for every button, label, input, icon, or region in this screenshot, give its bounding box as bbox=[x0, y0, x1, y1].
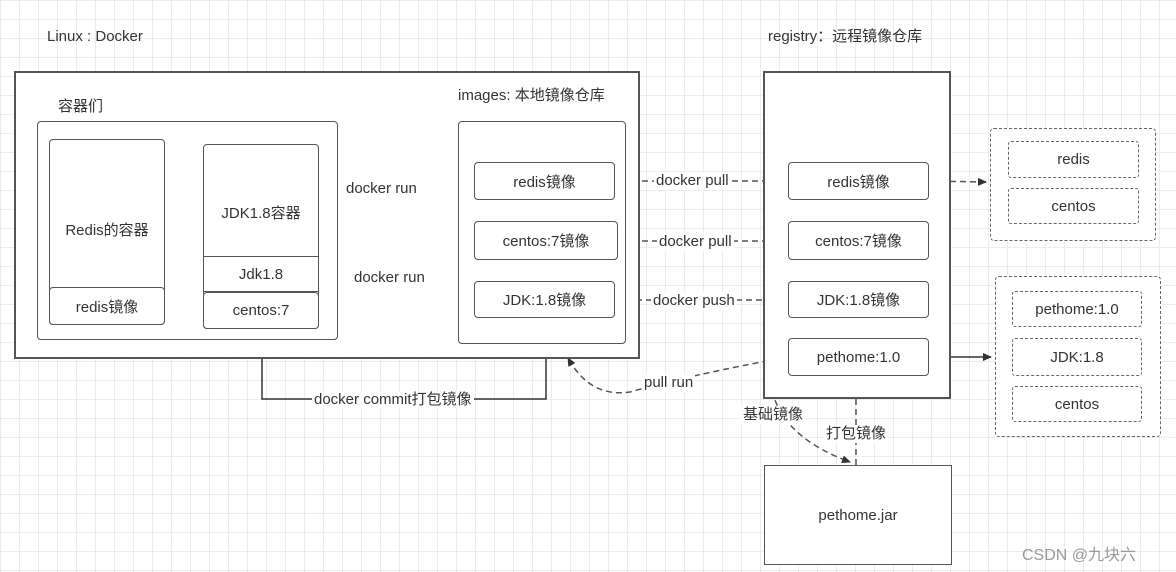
watermark: CSDN @九块六 bbox=[1022, 547, 1137, 564]
label-docker-push: docker push bbox=[651, 292, 737, 310]
registry-label: registry：远程镜像仓库 bbox=[768, 28, 923, 45]
pethome-layer-jdk: JDK:1.8 bbox=[1012, 338, 1142, 376]
label-package-image: 打包镜像 bbox=[824, 425, 889, 443]
containers-label: 容器们 bbox=[58, 98, 104, 115]
label-docker-pull-2: docker pull bbox=[657, 233, 734, 251]
pethome-layer-centos: centos bbox=[1012, 386, 1142, 422]
label-docker-run-2: docker run bbox=[352, 269, 427, 287]
local-image-jdk[interactable]: JDK:1.8镜像 bbox=[474, 281, 615, 318]
redis-layer-centos: centos bbox=[1008, 188, 1139, 224]
linux-docker-label: Linux : Docker bbox=[47, 28, 143, 45]
label-base-image: 基础镜像 bbox=[741, 406, 806, 424]
registry-image-redis[interactable]: redis镜像 bbox=[788, 162, 929, 200]
registry-image-centos[interactable]: centos:7镜像 bbox=[788, 221, 929, 260]
pethome-jar-box[interactable]: pethome.jar bbox=[764, 465, 952, 565]
pethome-layer-pethome: pethome:1.0 bbox=[1012, 291, 1142, 327]
images-local-label: images: 本地镜像仓库 bbox=[458, 87, 605, 104]
registry-image-jdk[interactable]: JDK:1.8镜像 bbox=[788, 281, 929, 318]
redis-container-label: Redis的容器 bbox=[65, 222, 149, 239]
redis-layer-redis: redis bbox=[1008, 141, 1139, 178]
edge-pull-run bbox=[567, 356, 789, 394]
label-docker-commit: docker commit打包镜像 bbox=[312, 391, 474, 409]
local-image-centos[interactable]: centos:7镜像 bbox=[474, 221, 618, 260]
redis-image-layer[interactable]: redis镜像 bbox=[49, 287, 165, 325]
registry-image-pethome[interactable]: pethome:1.0 bbox=[788, 338, 929, 376]
centos-layer[interactable]: centos:7 bbox=[203, 292, 319, 329]
label-docker-pull-1: docker pull bbox=[654, 172, 731, 190]
local-image-redis[interactable]: redis镜像 bbox=[474, 162, 615, 200]
label-pull-run: pull run bbox=[642, 374, 696, 392]
label-docker-run-1: docker run bbox=[344, 180, 419, 198]
jdk-layer[interactable]: Jdk1.8 bbox=[203, 256, 319, 292]
jdk-container-label: JDK1.8容器 bbox=[221, 205, 301, 222]
